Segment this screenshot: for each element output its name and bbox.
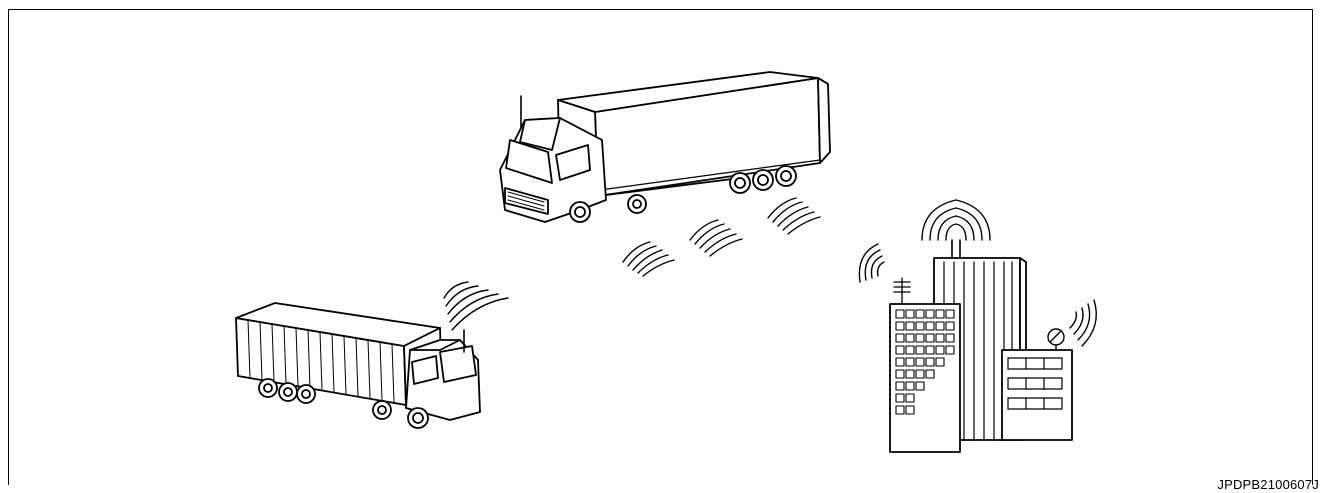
wave-group-2 [690, 220, 742, 256]
windshield [440, 346, 476, 382]
wave-group-1 [623, 242, 674, 276]
building-left [890, 278, 960, 452]
windows-right [1008, 358, 1062, 409]
wave-group-6 [922, 200, 990, 240]
rooftop-antenna [894, 278, 910, 304]
wave-group-3 [768, 198, 820, 234]
satellite-dish [1048, 329, 1064, 350]
wave-group-7 [1070, 300, 1096, 346]
truck-top [500, 72, 830, 222]
city-buildings [890, 240, 1072, 452]
wave-group-5 [859, 244, 884, 282]
wave-group-4 [444, 282, 508, 330]
figure-code: JPDPB2100607J [1217, 477, 1319, 492]
side-window [412, 356, 438, 384]
truck-bottom [236, 303, 480, 428]
